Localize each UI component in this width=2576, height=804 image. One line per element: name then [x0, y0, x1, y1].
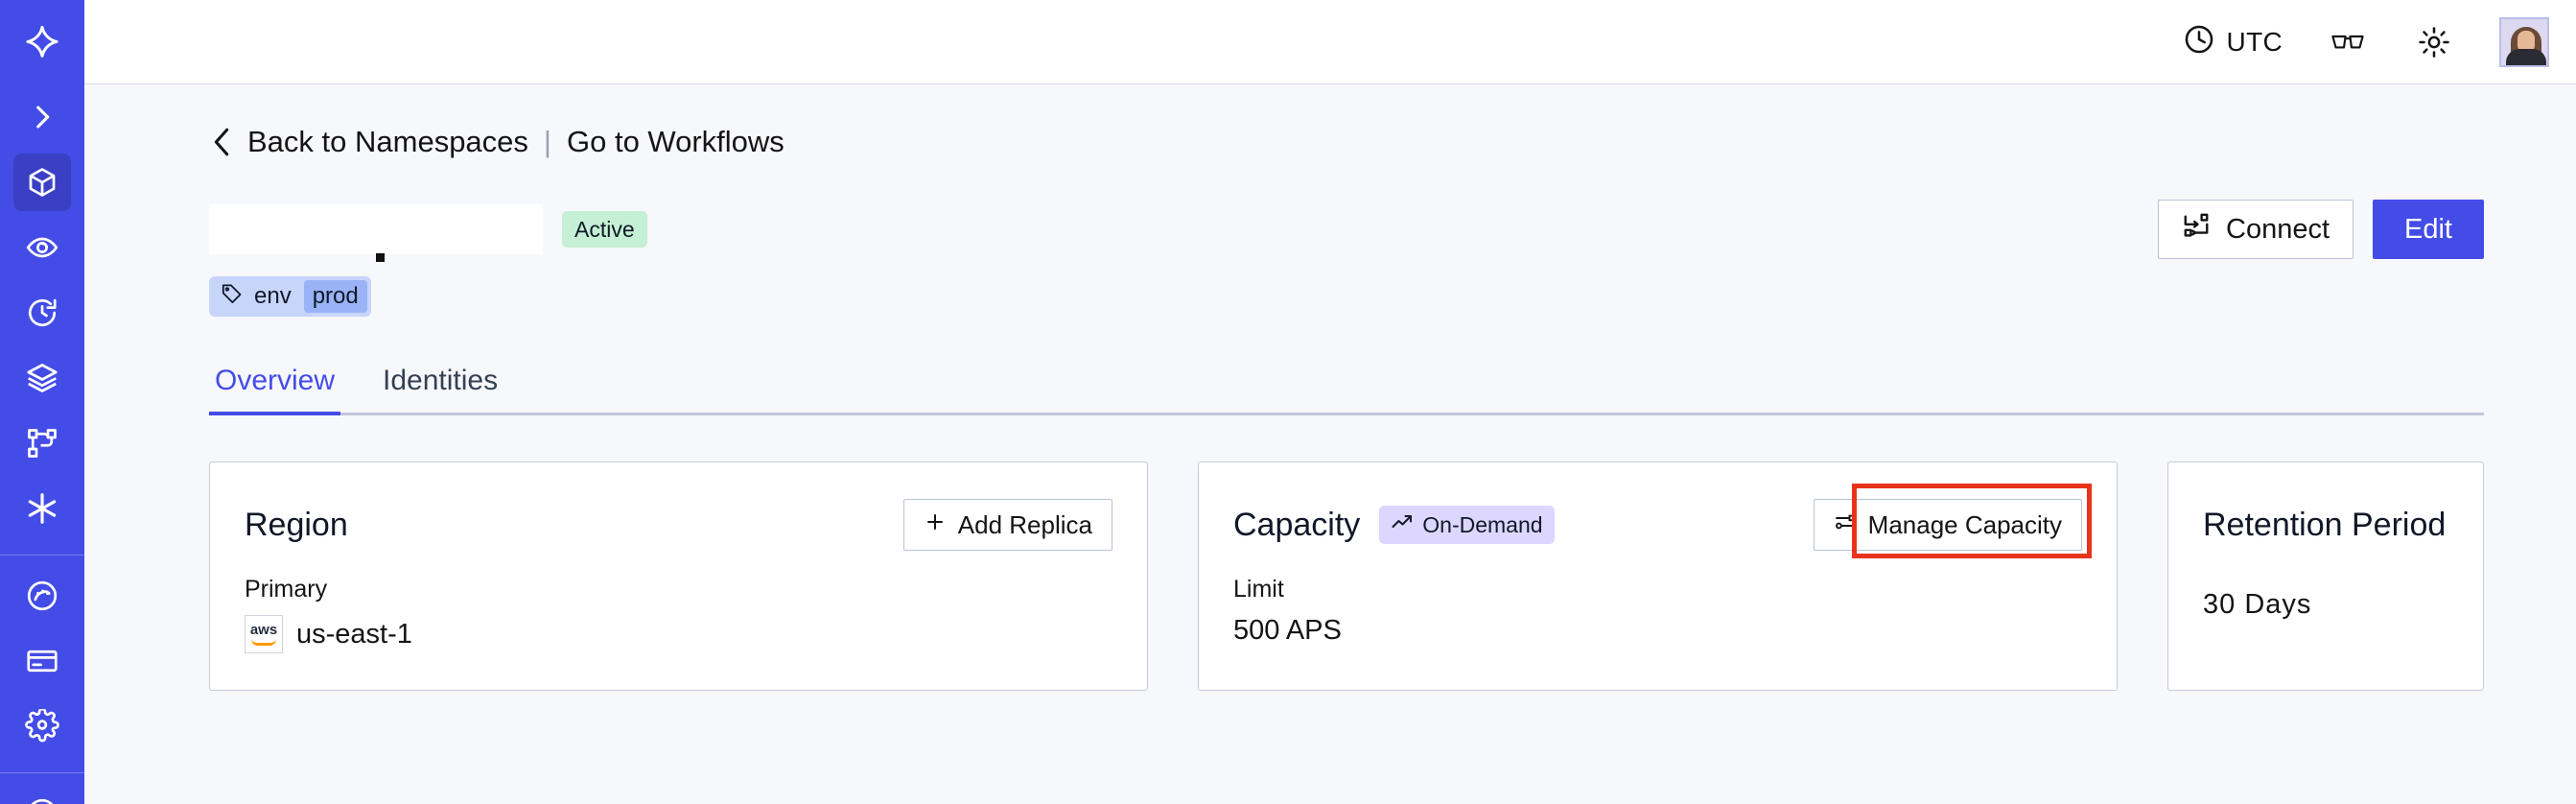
sidebar-item-observability[interactable]	[13, 219, 71, 276]
connect-button[interactable]: Connect	[2158, 200, 2354, 259]
tab-overview[interactable]: Overview	[209, 365, 341, 415]
status-badge: Active	[562, 210, 647, 248]
retention-card-title: Retention Period	[2203, 506, 2447, 543]
retention-card: Retention Period 30 Days	[2167, 461, 2484, 691]
namespace-tags: env prod	[209, 276, 2484, 317]
sun-icon[interactable]	[2413, 21, 2455, 63]
region-card-title: Region	[245, 506, 348, 543]
sidebar-item-usage[interactable]	[13, 567, 71, 625]
overview-cards: Region Add Replica Primary	[209, 461, 2484, 691]
add-replica-button[interactable]: Add Replica	[902, 499, 1112, 551]
temporal-logo-icon[interactable]	[13, 13, 71, 73]
sliders-icon	[1834, 510, 1857, 540]
breadcrumb: Back to Namespaces | Go to Workflows	[209, 125, 2484, 159]
edit-button[interactable]: Edit	[2373, 200, 2484, 259]
trending-up-icon	[1391, 510, 1414, 539]
breadcrumb-separator: |	[543, 125, 551, 158]
sidebar-item-account[interactable]	[13, 785, 71, 804]
tab-identities[interactable]: Identities	[377, 365, 503, 413]
clock-icon	[2183, 23, 2215, 60]
tag-value: prod	[303, 280, 367, 313]
tag-key: env	[254, 283, 292, 309]
manage-capacity-label: Manage Capacity	[1867, 509, 2062, 539]
tag-env-prod[interactable]: env prod	[209, 276, 371, 317]
sidebar-divider-2	[0, 772, 84, 773]
breadcrumb-back-link[interactable]: Back to Namespaces	[247, 125, 528, 158]
namespace-title-row: Active	[209, 200, 2484, 262]
avatar-face	[2517, 30, 2535, 54]
glasses-icon[interactable]	[2327, 21, 2369, 63]
add-replica-label: Add Replica	[957, 509, 1092, 539]
capacity-card-header: Capacity On-Demand	[1233, 495, 2082, 555]
main-sidebar	[0, 0, 84, 804]
tag-icon	[221, 282, 244, 312]
page-content: Back to Namespaces | Go to Workflows Act…	[84, 84, 2576, 804]
plus-icon	[924, 510, 947, 540]
user-avatar[interactable]	[2499, 16, 2549, 67]
capacity-limit-value: 500 APS	[1232, 615, 1342, 646]
namespace-actions: Connect Edit	[2158, 200, 2484, 259]
region-card-header: Region Add Replica	[245, 495, 1112, 555]
capacity-card: Capacity On-Demand	[1197, 461, 2118, 691]
sidebar-item-expand[interactable]	[13, 88, 71, 146]
top-bar: UTC	[84, 0, 2576, 84]
flow-icon	[2182, 211, 2211, 248]
manage-capacity-button[interactable]: Manage Capacity	[1813, 499, 2082, 551]
sidebar-item-settings[interactable]	[13, 698, 71, 755]
chevron-left-icon[interactable]	[209, 126, 234, 158]
sidebar-divider-1	[0, 555, 84, 556]
on-demand-badge: On-Demand	[1379, 506, 1555, 544]
on-demand-badge-label: On-Demand	[1422, 511, 1543, 537]
tab-bar: Overview Identities	[209, 365, 2484, 415]
sidebar-item-layers[interactable]	[13, 349, 71, 407]
aws-swoosh-icon	[251, 639, 276, 646]
retention-value: 30 Days	[2203, 589, 2312, 620]
capacity-card-title: Capacity	[1232, 506, 1361, 543]
sidebar-item-billing[interactable]	[13, 632, 71, 690]
sidebar-item-workflows[interactable]	[13, 414, 71, 472]
sidebar-item-namespaces[interactable]	[13, 154, 71, 211]
sidebar-item-schedules[interactable]	[13, 284, 71, 342]
sidebar-item-nexus[interactable]	[13, 480, 71, 537]
breadcrumb-workflows-link[interactable]: Go to Workflows	[566, 125, 785, 158]
timezone-label: UTC	[2226, 26, 2283, 57]
capacity-limit-label: Limit	[1232, 576, 1284, 603]
connect-button-label: Connect	[2226, 213, 2330, 245]
region-primary-label: Primary	[245, 576, 328, 603]
namespace-name	[209, 204, 543, 262]
region-primary-value: us-east-1	[296, 618, 412, 650]
region-primary-value-row: aws us-east-1	[245, 615, 1112, 653]
aws-logo-text: aws	[249, 622, 278, 638]
avatar-body	[2506, 48, 2546, 65]
main-area: UTC	[84, 0, 2576, 804]
region-card: Region Add Replica Primary	[209, 461, 1148, 691]
timezone-selector[interactable]: UTC	[2183, 23, 2283, 60]
aws-logo: aws	[245, 615, 283, 653]
retention-card-header: Retention Period	[2203, 495, 2448, 555]
